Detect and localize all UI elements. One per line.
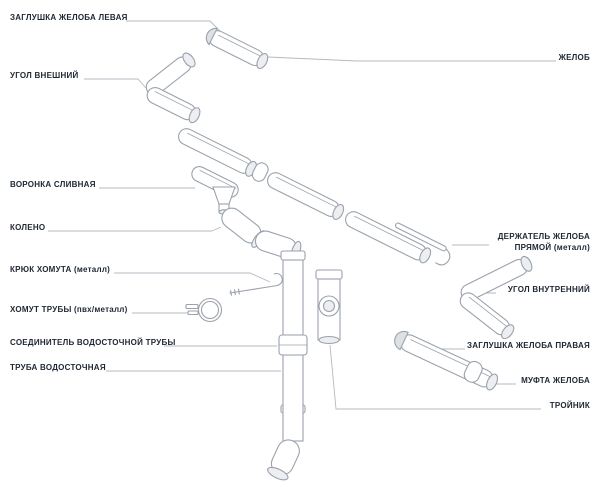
gutter-end-cap-right-part [394, 330, 499, 391]
pipe-clamp-part [185, 297, 223, 323]
label-gutter-bracket: ДЕРЖАТЕЛЬ ЖЕЛОБА ПРЯМОЙ (металл) [497, 232, 590, 252]
pipe-connector-part [278, 334, 308, 356]
downpipe-part [280, 250, 306, 442]
downpipe-outlet-elbow-part [267, 439, 300, 481]
label-tee: ТРОЙНИК [549, 401, 590, 410]
leader-outer-corner [84, 78, 147, 89]
label-gutter-coupling: МУФТА ЖЕЛОБА [521, 376, 590, 385]
leader-elbow [48, 226, 222, 232]
leader-gutter [267, 56, 556, 62]
label-elbow: КОЛЕНО [10, 223, 46, 232]
gutter-end-cap-left-part [205, 27, 269, 70]
label-drain-funnel: ВОРОНКА СЛИВНАЯ [10, 180, 96, 189]
label-downpipe: ТРУБА ВОДОСТОЧНАЯ [10, 363, 106, 372]
outer-corner-part [145, 52, 201, 124]
gutter-coupling-small [251, 162, 269, 182]
inner-corner-part [459, 255, 533, 340]
leader-end-cap-left [126, 20, 221, 32]
label-pipe-clamp: ХОМУТ ТРУБЫ (пвх/металл) [10, 305, 128, 314]
funnel-part [191, 166, 239, 215]
gutter-section-3 [345, 211, 432, 264]
label-outer-corner: УГОЛ ВНЕШНИЙ [10, 71, 79, 80]
label-inner-corner: УГОЛ ВНУТРЕННИЙ [507, 285, 590, 294]
tee-part [315, 269, 343, 345]
label-pipe-connector: СОЕДИНИТЕЛЬ ВОДОСТОЧНОЙ ТРУБЫ [10, 338, 176, 347]
leader-tee [329, 344, 541, 410]
gutter-section-1 [178, 128, 257, 177]
label-gutter-end-cap-right: ЗАГЛУШКА ЖЕЛОБА ПРАВАЯ [466, 341, 590, 350]
gutter-section-2 [267, 172, 345, 220]
label-gutter: ЖЕЛОБ [558, 53, 590, 62]
gutter-coupling-part [463, 360, 483, 383]
leader-clamp-hook [114, 272, 271, 283]
clamp-hook-part [229, 272, 283, 296]
label-clamp-hook: КРЮК ХОМУТА (металл) [10, 265, 111, 274]
gutter-bracket-part [394, 222, 451, 266]
label-gutter-end-cap-left: ЗАГЛУШКА ЖЕЛОБА ЛЕВАЯ [10, 13, 128, 22]
